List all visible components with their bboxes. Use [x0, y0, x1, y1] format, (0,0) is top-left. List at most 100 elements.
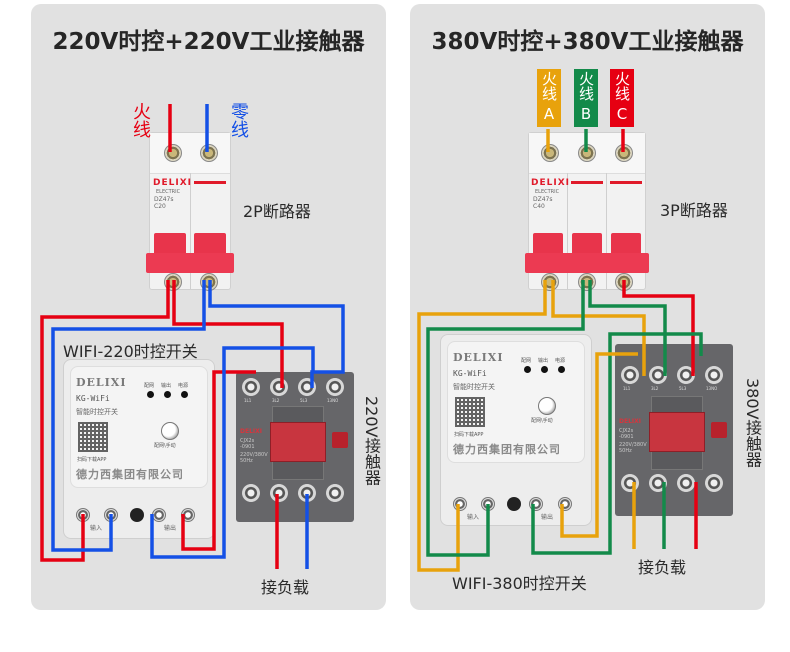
pair-button-label: 配网\手动 — [154, 443, 176, 449]
breaker-terminal-screw — [164, 273, 182, 291]
breaker-brand: DELIXI — [153, 178, 192, 188]
qr-code — [455, 397, 485, 427]
breaker-terminal-screw — [615, 273, 633, 291]
contactor-terminal-screw — [270, 484, 288, 502]
contactor-model-code: -0901 — [619, 434, 634, 440]
pair-manual-button[interactable] — [538, 397, 556, 415]
live-wire-label: 火线 — [130, 102, 151, 138]
contactor-model-code: -0901 — [240, 444, 255, 450]
breaker-terminal-screw — [200, 273, 218, 291]
circuit-breaker-3p: DELIXI ELECTRIC DZ47s C40 — [525, 132, 649, 291]
led-label-power: 电源 — [178, 383, 189, 389]
input-terminal-L — [76, 508, 90, 522]
breaker-sub: ELECTRIC — [156, 189, 181, 195]
led-network — [524, 366, 531, 373]
switch-subtitle: 智能时控开关 — [453, 383, 495, 391]
led-label-network: 配网 — [521, 358, 532, 364]
contactor-brand: DELIXI — [240, 428, 262, 435]
input-label: 输入 — [90, 525, 103, 532]
phase-c-tag: 火线 C — [610, 69, 634, 127]
led-label-output: 输出 — [161, 383, 172, 389]
breaker-lever-bar — [146, 253, 234, 273]
contactor-spec: 50Hz — [619, 448, 632, 454]
dial-knob — [507, 497, 521, 511]
wifi-timer-switch: DELIXI KG-WiFi 智能时控开关 配网 输出 电源 扫码下载APP 配… — [440, 334, 592, 526]
terminal-label: 1L1 — [244, 398, 252, 403]
industrial-contactor: 1L1 3L2 5L3 13NO DELIXI CJX2s -0901 220V… — [236, 372, 354, 522]
pole-indicator — [610, 181, 642, 184]
contactor-terminal-screw — [705, 474, 723, 492]
breaker-rating: C20 — [154, 203, 166, 210]
breaker-label: 3P断路器 — [660, 201, 728, 220]
contactor-terminal-screw — [298, 378, 316, 396]
contactor-label: 220V接触器 — [362, 396, 381, 486]
contactor-terminal-screw — [649, 474, 667, 492]
switch-model: KG-WiFi — [453, 369, 487, 378]
contactor-terminal-screw — [649, 366, 667, 384]
neutral-wire-label: 零线 — [228, 102, 249, 138]
switch-model: KG-WiFi — [76, 394, 110, 403]
breaker-top — [150, 133, 230, 174]
switch-brand: DELIXI — [453, 351, 504, 364]
dial-knob — [130, 508, 144, 522]
contactor-terminal-screw — [621, 474, 639, 492]
pair-button-label: 配网\手动 — [531, 418, 553, 424]
contactor-terminal-screw — [705, 366, 723, 384]
contactor-label: 380V接触器 — [743, 378, 762, 468]
breaker-rating: C40 — [533, 203, 545, 210]
output-label: 输出 — [541, 514, 554, 521]
phase-label: 火线 — [540, 71, 558, 101]
pole-divider — [606, 173, 607, 289]
breaker-terminal-screw — [541, 144, 559, 162]
company-name: 德力西集团有限公司 — [453, 443, 561, 456]
input-terminal-L — [453, 497, 467, 511]
led-label-network: 配网 — [144, 383, 155, 389]
breaker-terminal-screw — [541, 273, 559, 291]
terminal-label: 13NO — [327, 398, 339, 403]
wifi-timer-switch: DELIXI KG-WiFi 智能时控开关 配网 输出 电源 扫码下载APP 配… — [63, 359, 215, 539]
contactor-test-button — [270, 422, 326, 462]
pole-divider — [190, 173, 191, 289]
pole-divider — [567, 173, 568, 289]
phase-letter: C — [616, 105, 628, 123]
contactor-terminal-screw — [242, 378, 260, 396]
contactor-indicator — [711, 422, 727, 438]
pair-manual-button[interactable] — [161, 422, 179, 440]
terminal-label: 5L3 — [300, 398, 308, 403]
contactor-brand: DELIXI — [619, 418, 641, 425]
input-label: 输入 — [467, 514, 480, 521]
breaker-model: DZ47s — [154, 196, 174, 203]
contactor-terminal-screw — [326, 378, 344, 396]
breaker-sub: ELECTRIC — [535, 189, 560, 195]
terminal-label: 13NO — [706, 386, 718, 391]
phase-label: 火线 — [613, 71, 631, 101]
load-label: 接负载 — [261, 578, 310, 597]
contactor-indicator — [332, 432, 348, 448]
qr-label: 扫码下载APP — [454, 432, 484, 438]
contactor-terminal-screw — [621, 366, 639, 384]
phase-label: 火线 — [577, 71, 595, 101]
pole-indicator — [194, 181, 226, 184]
input-terminal-N — [481, 497, 495, 511]
pole-indicator — [571, 181, 603, 184]
led-power — [558, 366, 565, 373]
breaker-label: 2P断路器 — [243, 202, 311, 221]
industrial-contactor: 1L1 3L2 5L3 13NO DELIXI CJX2s -0901 220V… — [615, 344, 733, 516]
output-terminal-L — [181, 508, 195, 522]
terminal-label: 3L2 — [651, 386, 659, 391]
breaker-lever-bar — [525, 253, 649, 273]
phase-b-tag: 火线 B — [574, 69, 598, 127]
panel-title: 380V时控+380V工业接触器 — [431, 29, 744, 55]
output-label: 输出 — [164, 525, 177, 532]
terminal-label: 5L3 — [679, 386, 687, 391]
breaker-terminal-screw — [578, 144, 596, 162]
contactor-terminal-screw — [677, 366, 695, 384]
contactor-terminal-screw — [326, 484, 344, 502]
panel-220v: 220V时控+220V工业接触器 DELIXI ELECTRIC DZ47s C… — [31, 4, 386, 610]
contactor-terminal-screw — [242, 484, 260, 502]
led-output — [164, 391, 171, 398]
breaker-terminal-screw — [578, 273, 596, 291]
contactor-terminal-screw — [270, 378, 288, 396]
contactor-test-button — [649, 412, 705, 452]
switch-label: WIFI-380时控开关 — [452, 574, 587, 593]
